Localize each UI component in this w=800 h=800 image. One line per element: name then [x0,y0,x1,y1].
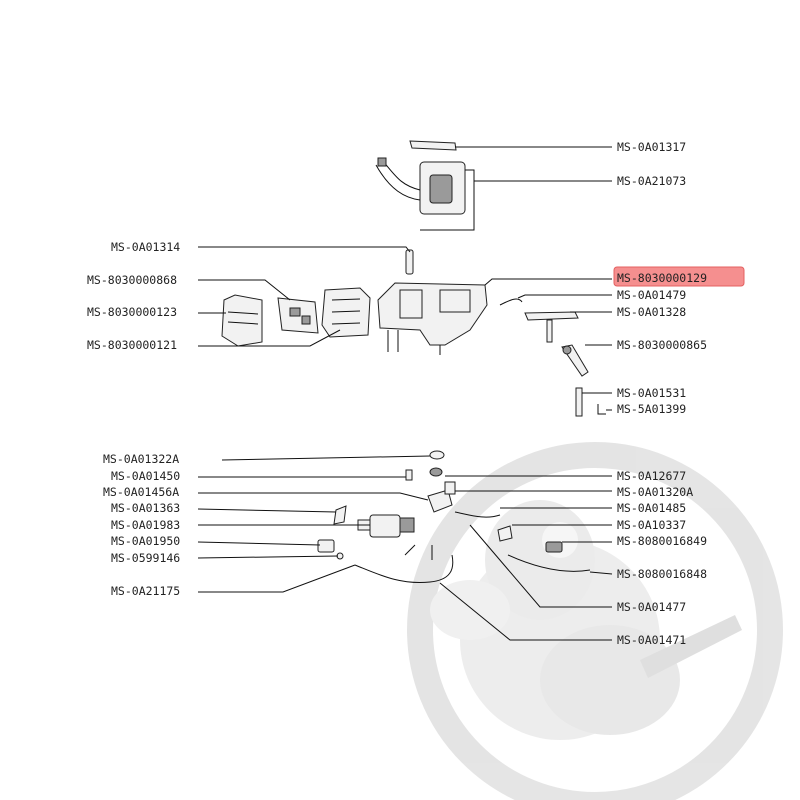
label-ms-0a01320a[interactable]: MS-0A01320A [617,485,693,499]
label-ms-0a01485[interactable]: MS-0A01485 [617,501,686,515]
label-ms-8030000865[interactable]: MS-8030000865 [617,338,707,352]
label-ms-0a01983[interactable]: MS-0A01983 [111,518,180,532]
part-front-housing [221,294,263,347]
label-ms-8030000868[interactable]: MS-8030000868 [87,273,177,287]
right-labels: MS-0A01317 MS-0A21073 MS-8030000129 MS-0… [617,140,707,647]
label-ms-0a21073[interactable]: MS-0A21073 [617,174,686,188]
label-ms-0a01322a[interactable]: MS-0A01322A [103,452,179,466]
leader-lines [420,146,613,641]
part-valve-block [427,481,456,513]
label-ms-8030000129[interactable]: MS-8030000129 [617,271,707,285]
label-ms-0a12677[interactable]: MS-0A12677 [617,469,686,483]
label-ms-0a01314[interactable]: MS-0A01314 [111,240,180,254]
label-ms-0a01950[interactable]: MS-0A01950 [111,534,180,548]
part-control-board [277,297,319,334]
label-ms-8030000121[interactable]: MS-8030000121 [87,338,177,352]
part-hose-small [499,298,523,306]
label-ms-5a01399[interactable]: MS-5A01399 [617,402,686,416]
part-main-tube [354,544,454,584]
label-ms-8030000123[interactable]: MS-8030000123 [87,305,177,319]
part-screw-clip [333,505,347,525]
part-thermoblock [375,157,466,215]
part-main-chassis [377,282,488,355]
part-small-connector [405,469,413,481]
left-labels: MS-0A01314 MS-8030000868 MS-8030000123 M… [87,240,180,598]
part-seal [429,467,443,477]
part-pump [357,514,415,538]
label-ms-0a01328[interactable]: MS-0A01328 [617,305,686,319]
label-ms-0a01471[interactable]: MS-0A01471 [617,633,686,647]
label-ms-0a10337[interactable]: MS-0A10337 [617,518,686,532]
label-ms-0599146[interactable]: MS-0599146 [111,551,180,565]
label-ms-0a01456a[interactable]: MS-0A01456A [103,485,179,499]
part-long-hose [507,554,591,572]
part-flowmeter [317,539,335,553]
part-elbow-fitting [497,525,513,542]
label-ms-0a01317[interactable]: MS-0A01317 [617,140,686,154]
part-short-tube [454,511,501,518]
label-ms-8080016849[interactable]: MS-8080016849 [617,534,707,548]
part-steam-arm [561,344,589,377]
part-nozzle-pin [575,387,606,417]
label-ms-0a01363[interactable]: MS-0A01363 [111,501,180,515]
label-ms-0a21175[interactable]: MS-0A21175 [111,584,180,598]
label-ms-8080016848[interactable]: MS-8080016848 [617,567,707,581]
part-valve-stem [405,249,414,275]
label-highlight [613,266,745,287]
part-gasket-ring [429,450,445,460]
part-top-plate [409,140,457,151]
label-ms-0a01477[interactable]: MS-0A01477 [617,600,686,614]
part-frame-bracket [321,287,371,338]
label-ms-0a01450[interactable]: MS-0A01450 [111,469,180,483]
watermark-logo [407,442,783,800]
leader-lines-left [197,246,431,593]
part-spout-lever [524,311,579,343]
part-sensor [545,541,563,553]
label-ms-0a01479[interactable]: MS-0A01479 [617,288,686,302]
label-ms-0a01531[interactable]: MS-0A01531 [617,386,686,400]
